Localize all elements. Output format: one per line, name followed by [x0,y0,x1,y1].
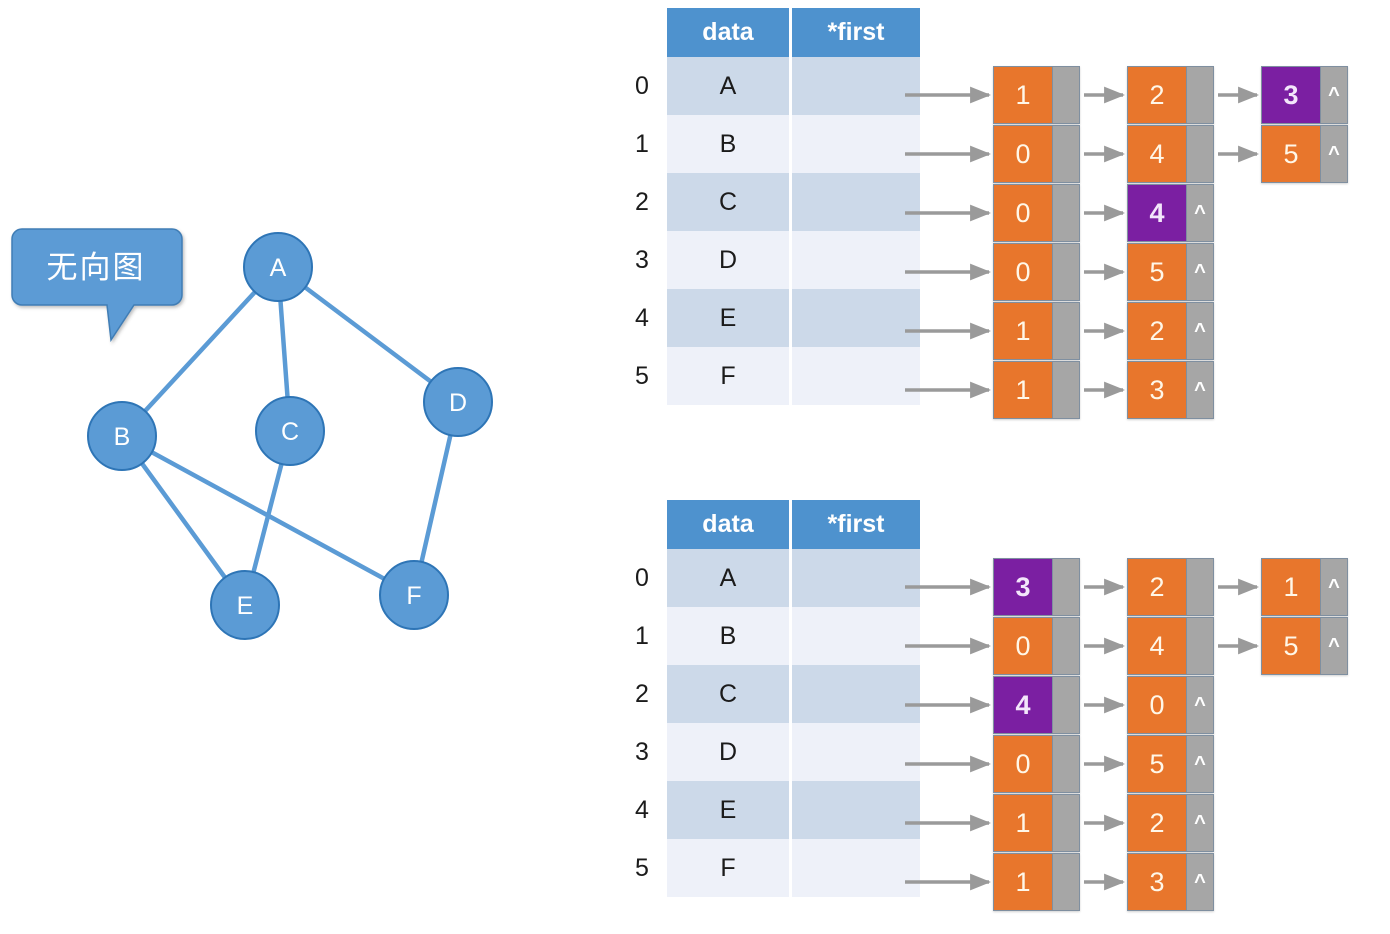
cell-data: B [667,115,789,173]
row-index-label: 0 [635,563,649,592]
table-header-row: data *first [667,500,920,549]
undirected-graph-panel: 无向图 A B C [0,0,620,934]
cell-data: A [667,57,789,115]
graph-node-A-label: A [270,254,287,282]
cell-first-pointer [792,781,920,839]
graph-node-F-label: F [406,582,421,610]
cell-first-pointer [792,173,920,231]
row-index-label: 2 [635,187,649,216]
graph-svg: 无向图 A B C [11,228,493,640]
cell-first-pointer [792,57,920,115]
row-index-label: 1 [635,129,649,158]
row-index-label: 5 [635,361,649,390]
row-index-label: 2 [635,679,649,708]
row-index-label: 0 [635,71,649,100]
cell-data: C [667,665,789,723]
cell-data: F [667,839,789,897]
cell-first-pointer [792,723,920,781]
cell-data: D [667,231,789,289]
row-index-label: 4 [635,303,649,332]
graph-nodes: A B C D E F [87,232,493,640]
cell-first-pointer [792,665,920,723]
graph-node-A[interactable]: A [243,232,313,302]
edge-A-B [119,264,281,439]
graph-node-C[interactable]: C [255,396,325,466]
cell-data: B [667,607,789,665]
callout-bubble: 无向图 [11,228,183,343]
column-header-data: data [667,8,789,57]
graph-node-F[interactable]: F [379,560,449,630]
cell-first-pointer [792,115,920,173]
graph-node-E-label: E [237,592,254,620]
callout-label: 无向图 [47,250,146,286]
column-header-first: *first [792,500,920,549]
cell-data: E [667,289,789,347]
graph-node-B-label: B [114,423,131,451]
cell-first-pointer [792,347,920,405]
row-index-label: 3 [635,245,649,274]
graph-node-B[interactable]: B [87,401,157,471]
arrows-layer-2 [905,578,1260,891]
cell-first-pointer [792,839,920,897]
cell-first-pointer [792,231,920,289]
graph-node-D[interactable]: D [423,367,493,437]
cell-data: C [667,173,789,231]
arrows-layer-1 [905,86,1260,399]
column-header-data: data [667,500,789,549]
cell-data: F [667,347,789,405]
edge-A-D [275,264,461,405]
column-header-first: *first [792,8,920,57]
cell-data: D [667,723,789,781]
graph-node-E[interactable]: E [210,570,280,640]
table-header-row: data *first [667,8,920,57]
row-index-label: 5 [635,853,649,882]
cell-first-pointer [792,549,920,607]
row-index-label: 1 [635,621,649,650]
cell-data: A [667,549,789,607]
graph-node-D-label: D [449,389,467,417]
cell-data: E [667,781,789,839]
cell-first-pointer [792,607,920,665]
row-index-label: 3 [635,737,649,766]
graph-node-C-label: C [281,418,299,446]
cell-first-pointer [792,289,920,347]
row-index-label: 4 [635,795,649,824]
